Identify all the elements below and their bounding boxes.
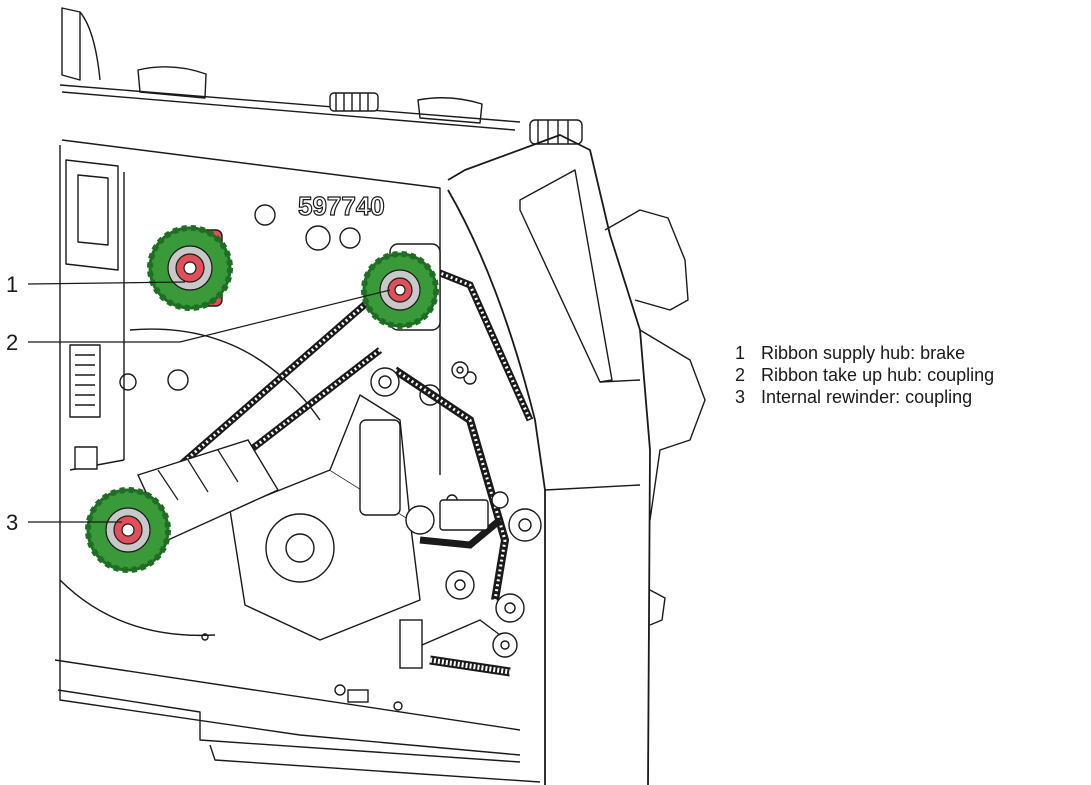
callout-1: 1: [6, 272, 186, 297]
legend-item-text: Internal rewinder: coupling: [761, 387, 973, 407]
legend-item-number: 1: [735, 343, 746, 363]
legend-item: 1 Ribbon supply hub: brake: [735, 342, 994, 364]
legend-item-number: 2: [735, 365, 746, 385]
callout-2-number: 2: [6, 330, 18, 355]
callout-2: 2: [6, 289, 391, 355]
callout-2-leader-diagonal: [179, 289, 391, 343]
motor-assembly: [229, 367, 458, 641]
callout-3: 3: [6, 510, 122, 535]
callout-3-number: 3: [6, 510, 18, 535]
legend: 1 Ribbon supply hub: brake 2 Ribbon take…: [735, 342, 994, 408]
printer-frame: [54, 7, 706, 785]
idler-rollers: [439, 361, 542, 658]
legend-item-number: 3: [735, 387, 746, 407]
legend-item: 3 Internal rewinder: coupling: [735, 386, 994, 408]
legend-item-text: Ribbon supply hub: brake: [761, 343, 966, 363]
callout-1-leader: [27, 281, 186, 285]
hub-2-take-up: [361, 243, 441, 331]
legend-item: 2 Ribbon take up hub: coupling: [735, 364, 994, 386]
callout-1-number: 1: [6, 272, 18, 297]
part-number-stamp: 597740: [298, 191, 385, 221]
legend-item-text: Ribbon take up hub: coupling: [761, 365, 995, 385]
hub-3-rewinder: [85, 439, 280, 573]
spring-mechanism: [347, 619, 511, 703]
hub-1-supply: [147, 225, 233, 311]
